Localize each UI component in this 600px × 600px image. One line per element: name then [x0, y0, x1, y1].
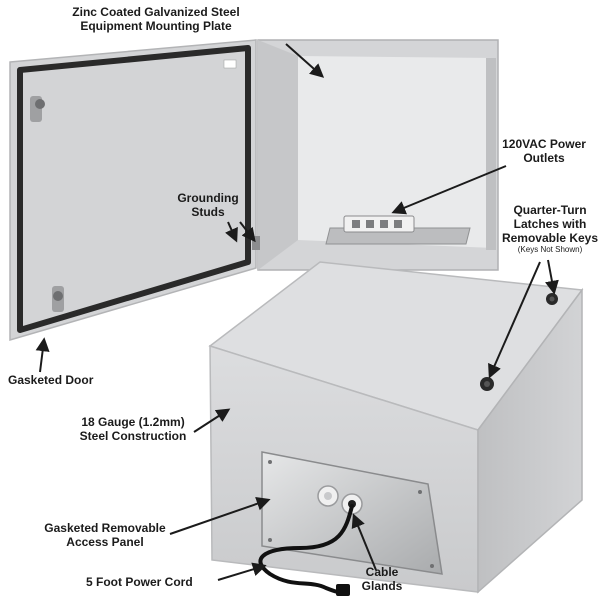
label-cable-glands: Cable Glands	[352, 565, 412, 594]
label-power-outlets: 120VAC Power Outlets	[494, 137, 594, 166]
label-grounding-line2: Studs	[191, 204, 225, 219]
label-steel-construction: 18 Gauge (1.2mm) Steel Construction	[72, 415, 194, 444]
label-power-cord: 5 Foot Power Cord	[86, 575, 193, 589]
closed-enclosure	[208, 261, 584, 594]
label-access-panel-line1: Gasketed Removable	[44, 521, 166, 535]
label-latches-line1: Quarter-Turn	[513, 203, 587, 217]
callout-arrows	[35, 43, 559, 581]
label-grounding-line1: Grounding	[177, 191, 239, 205]
label-steel-line1: 18 Gauge (1.2mm)	[81, 415, 185, 429]
label-power-outlets-line1: 120VAC Power	[502, 137, 586, 151]
label-power-outlets-line2: Outlets	[523, 150, 565, 165]
label-latches-line3: Removable Keys	[501, 230, 599, 245]
label-grounding-studs: Grounding Studs	[168, 191, 248, 220]
label-mounting-plate: Zinc Coated Galvanized Steel Equipment M…	[66, 5, 246, 34]
power-outlet-strip	[343, 215, 415, 233]
open-enclosure-body	[252, 39, 499, 271]
label-mounting-plate-line1: Zinc Coated Galvanized Steel	[72, 5, 240, 19]
label-gasketed-door: Gasketed Door	[8, 373, 94, 387]
label-steel-line2: Steel Construction	[79, 428, 187, 443]
cable-glands	[317, 485, 363, 515]
open-door	[9, 39, 257, 342]
label-access-panel: Gasketed Removable Access Panel	[40, 521, 170, 550]
enclosure-side	[477, 287, 583, 594]
label-latches-note: (Keys Not Shown)	[517, 245, 583, 255]
label-cable-glands-line1: Cable	[365, 565, 399, 579]
label-mounting-plate-line2: Equipment Mounting Plate	[80, 18, 232, 33]
label-latches: Quarter-Turn Latches with Removable Keys…	[500, 203, 600, 255]
mounting-plate	[298, 56, 494, 248]
power-cord	[258, 504, 354, 595]
label-latches-line2: Latches with	[513, 216, 587, 231]
label-access-panel-line2: Access Panel	[66, 534, 144, 549]
power-plug	[336, 584, 350, 596]
label-cable-glands-line2: Glands	[361, 578, 403, 593]
grounding-stud	[252, 236, 260, 250]
door-gasket	[17, 45, 251, 333]
